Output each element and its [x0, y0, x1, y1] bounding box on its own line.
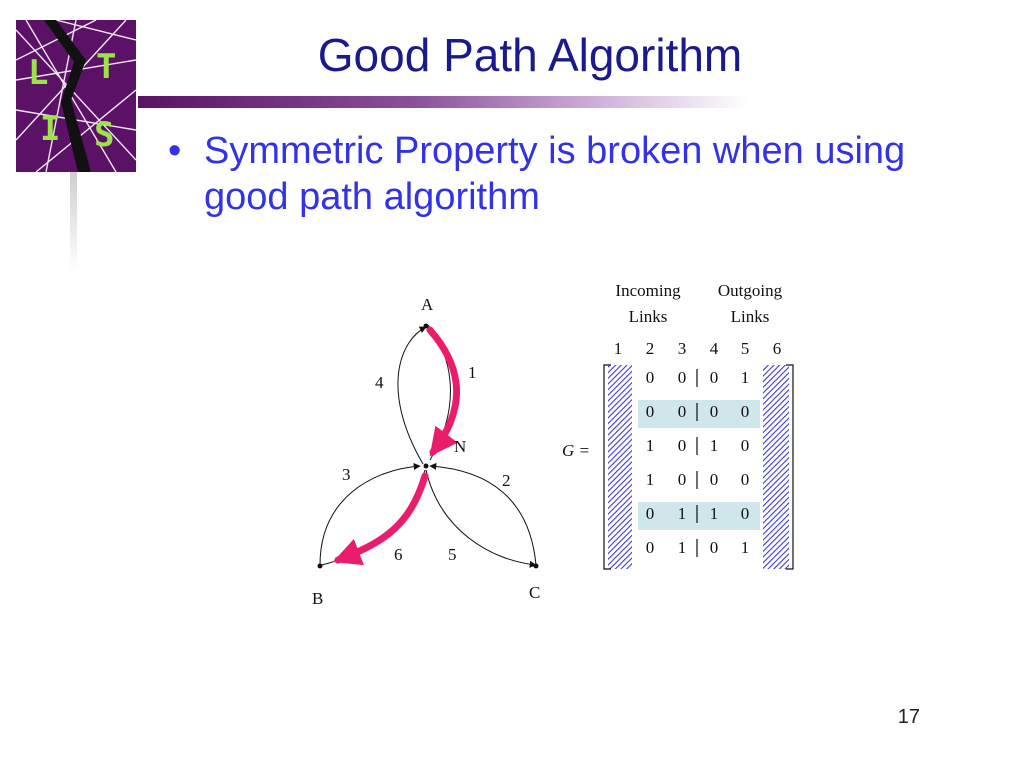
- matrix-cell: 0: [646, 538, 655, 557]
- graph-nodes: [317, 323, 539, 569]
- matrix-cell: 0: [710, 538, 719, 557]
- matrix-cell: 0: [710, 470, 719, 489]
- matrix-cell: 0: [741, 402, 750, 421]
- edge-label-2: 2: [502, 471, 511, 490]
- column-number-3: 3: [678, 339, 687, 358]
- edge-label-4: 4: [375, 373, 384, 392]
- node-label-a: A: [421, 295, 434, 314]
- matrix-bracket-left: [603, 364, 611, 570]
- node-label-c: C: [529, 583, 540, 602]
- bullet-text: Symmetric Property is broken when using …: [204, 130, 906, 218]
- matrix-cell: 1: [646, 436, 655, 455]
- edge-label-1: 1: [468, 363, 477, 382]
- matrix-cell: 0: [678, 436, 687, 455]
- column-number-5: 5: [741, 339, 750, 358]
- highlight-row-0: [638, 400, 760, 428]
- slide-title: Good Path Algorithm: [317, 29, 743, 81]
- matrix-bracket-right: [786, 364, 794, 570]
- matrix-cell: 0: [741, 504, 750, 523]
- good-path-highlight: [332, 326, 461, 566]
- highlight-n-to-b: [332, 472, 429, 566]
- node-label-b: B: [312, 589, 323, 608]
- incoming-header-line2: Links: [629, 307, 668, 326]
- edge-2: [429, 462, 537, 566]
- matrix-cell: 0: [710, 368, 719, 387]
- matrix-cell: 1: [710, 504, 719, 523]
- good-path-figure: A N B C 1 2 3 4 5 6 Incoming Links Outgo…: [312, 281, 794, 608]
- logo-letter-i: I: [40, 109, 60, 149]
- outgoing-header-line1: Outgoing: [718, 281, 783, 300]
- matrix-cell: 1: [741, 368, 750, 387]
- edge-label-3: 3: [342, 465, 351, 484]
- incoming-header-line1: Incoming: [615, 281, 681, 300]
- edge-6: [321, 469, 426, 566]
- edge-label-6: 6: [394, 545, 403, 564]
- column-number-2: 2: [646, 339, 655, 358]
- edge-5: [425, 469, 537, 568]
- edge-label-5: 5: [448, 545, 457, 564]
- matrix-column-numbers: 1 2 3 4 5 6: [614, 339, 782, 358]
- hatched-column-1: [608, 365, 632, 569]
- edge-4: [397, 326, 427, 465]
- node-n: [423, 463, 429, 469]
- matrix-cell: 1: [678, 538, 687, 557]
- matrix-cell: 0: [710, 402, 719, 421]
- node-a: [423, 323, 429, 329]
- outgoing-header-line2: Links: [731, 307, 770, 326]
- matrix-cell: 0: [678, 402, 687, 421]
- matrix-cell: 0: [741, 470, 750, 489]
- title-gradient-bar: [138, 96, 748, 108]
- graph-edges: [319, 324, 537, 568]
- matrix-cell: 0: [678, 470, 687, 489]
- matrix-cell: 0: [741, 436, 750, 455]
- edge-3: [319, 463, 421, 566]
- institute-logo: L T I S: [16, 20, 136, 172]
- node-label-n: N: [454, 437, 466, 456]
- column-number-6: 6: [773, 339, 782, 358]
- matrix-cell: 1: [741, 538, 750, 557]
- matrix-cell: 0: [646, 504, 655, 523]
- logo-letter-s: S: [94, 115, 114, 155]
- logo-shadow-bar: [70, 172, 77, 272]
- matrix-label: G =: [562, 441, 590, 460]
- matrix-g: 0 0 0 1 0 0 0 0 1 0 1 0 1 0 0 0 0 1 1 0 0 1 0 1: [603, 364, 794, 570]
- column-number-1: 1: [614, 339, 623, 358]
- bullet-marker: •: [168, 130, 182, 172]
- logo-letter-t: T: [96, 47, 116, 87]
- node-c: [533, 563, 539, 569]
- highlight-row-1: [638, 502, 760, 530]
- matrix-cell: 1: [710, 436, 719, 455]
- node-b: [317, 563, 323, 569]
- matrix-cell: 1: [646, 470, 655, 489]
- matrix-cell: 0: [678, 368, 687, 387]
- column-number-4: 4: [710, 339, 719, 358]
- page-number: 17: [897, 706, 920, 728]
- hatched-column-6: [763, 365, 789, 569]
- logo-letter-l: L: [28, 53, 48, 93]
- matrix-cell: 1: [678, 504, 687, 523]
- matrix-cell: 0: [646, 402, 655, 421]
- matrix-cell: 0: [646, 368, 655, 387]
- highlight-a-to-n: [426, 326, 461, 457]
